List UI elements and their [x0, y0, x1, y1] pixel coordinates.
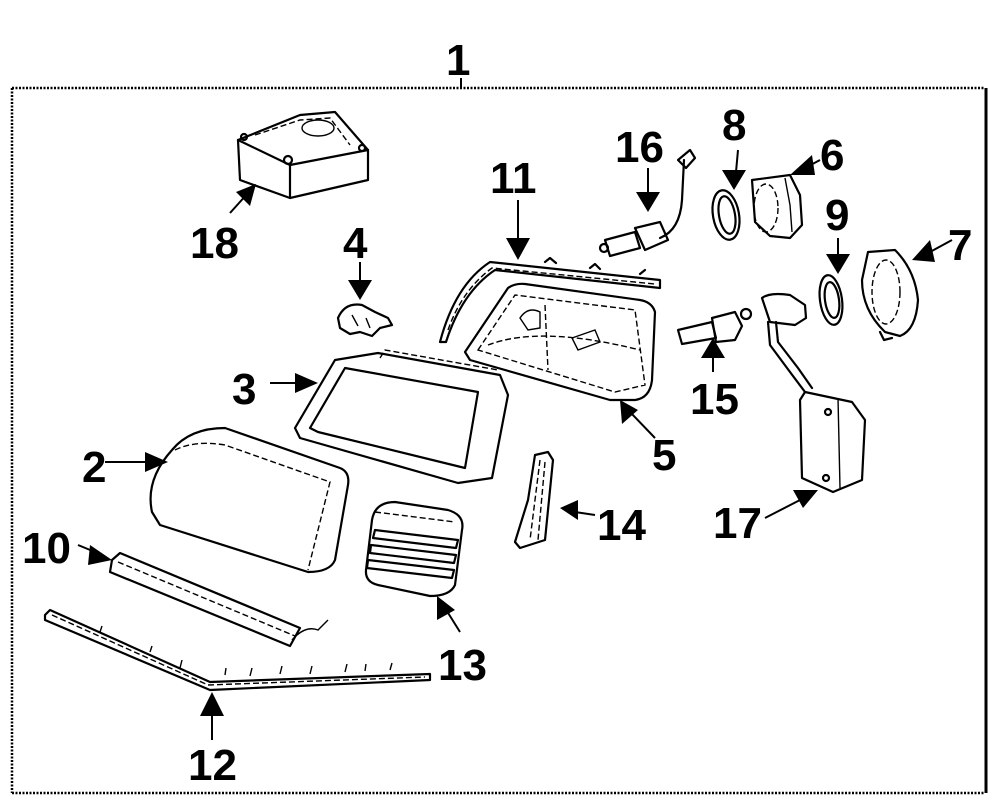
leader-3	[270, 373, 318, 393]
callout-3[interactable]: 3	[232, 365, 256, 414]
leader-17	[764, 490, 818, 519]
part-13-grille-insert[interactable]	[364, 500, 464, 598]
leader-10	[77, 544, 112, 565]
part-8-seal-ring[interactable]	[709, 188, 743, 242]
leader-15	[701, 338, 725, 372]
callout-6[interactable]: 6	[820, 131, 844, 180]
part-5-headlamp-housing[interactable]	[463, 282, 657, 402]
part-12-lower-seal-strip[interactable]	[43, 608, 432, 692]
callout-15[interactable]: 15	[690, 375, 739, 424]
part-7-socket-cover[interactable]	[860, 248, 920, 342]
callout-1[interactable]: 1	[446, 36, 470, 85]
part-4-retaining-clip[interactable]	[336, 303, 394, 338]
callout-13[interactable]: 13	[438, 641, 487, 690]
callout-10[interactable]: 10	[22, 524, 71, 573]
callout-5[interactable]: 5	[652, 431, 676, 480]
callout-8[interactable]: 8	[722, 101, 746, 150]
callout-9[interactable]: 9	[825, 191, 849, 240]
part-9-seal-ring[interactable]	[817, 274, 846, 327]
leader-2	[105, 452, 168, 472]
assembly-frame	[10, 78, 988, 795]
leader-6	[790, 155, 821, 175]
callout-11[interactable]: 11	[490, 154, 537, 203]
callout-14[interactable]: 14	[597, 501, 646, 550]
leader-11	[506, 200, 530, 260]
part-11-upper-trim-seal[interactable]	[438, 256, 662, 344]
part-16-bulb-with-harness[interactable]	[598, 148, 697, 258]
part-17-ballast-harness[interactable]	[760, 292, 867, 494]
part-3-lens-frame[interactable]	[293, 349, 510, 485]
leader-9	[826, 238, 850, 274]
leader-14	[560, 500, 596, 520]
leader-12	[200, 692, 224, 740]
callout-17[interactable]: 17	[713, 499, 762, 548]
leader-4	[348, 262, 372, 300]
leader-16	[636, 168, 660, 212]
leader-18	[229, 184, 256, 214]
part-10-lower-molding[interactable]	[108, 551, 329, 648]
part-15-bulb[interactable]	[676, 307, 753, 346]
callout-16[interactable]: 16	[615, 123, 664, 172]
leader-8	[722, 149, 746, 190]
part-14-side-marker-trim[interactable]	[513, 450, 555, 550]
callout-7[interactable]: 7	[948, 221, 972, 270]
part-2-lens[interactable]	[149, 426, 350, 574]
callout-4[interactable]: 4	[343, 219, 368, 268]
part-18-control-module[interactable]	[236, 110, 370, 200]
leader-7	[912, 239, 953, 262]
callout-18[interactable]: 18	[190, 219, 239, 268]
callout-2[interactable]: 2	[82, 443, 106, 492]
callout-12[interactable]: 12	[188, 741, 237, 790]
leader-5	[620, 400, 656, 439]
leader-13	[437, 596, 461, 633]
part-6-bulb-socket-cover[interactable]	[750, 173, 804, 240]
